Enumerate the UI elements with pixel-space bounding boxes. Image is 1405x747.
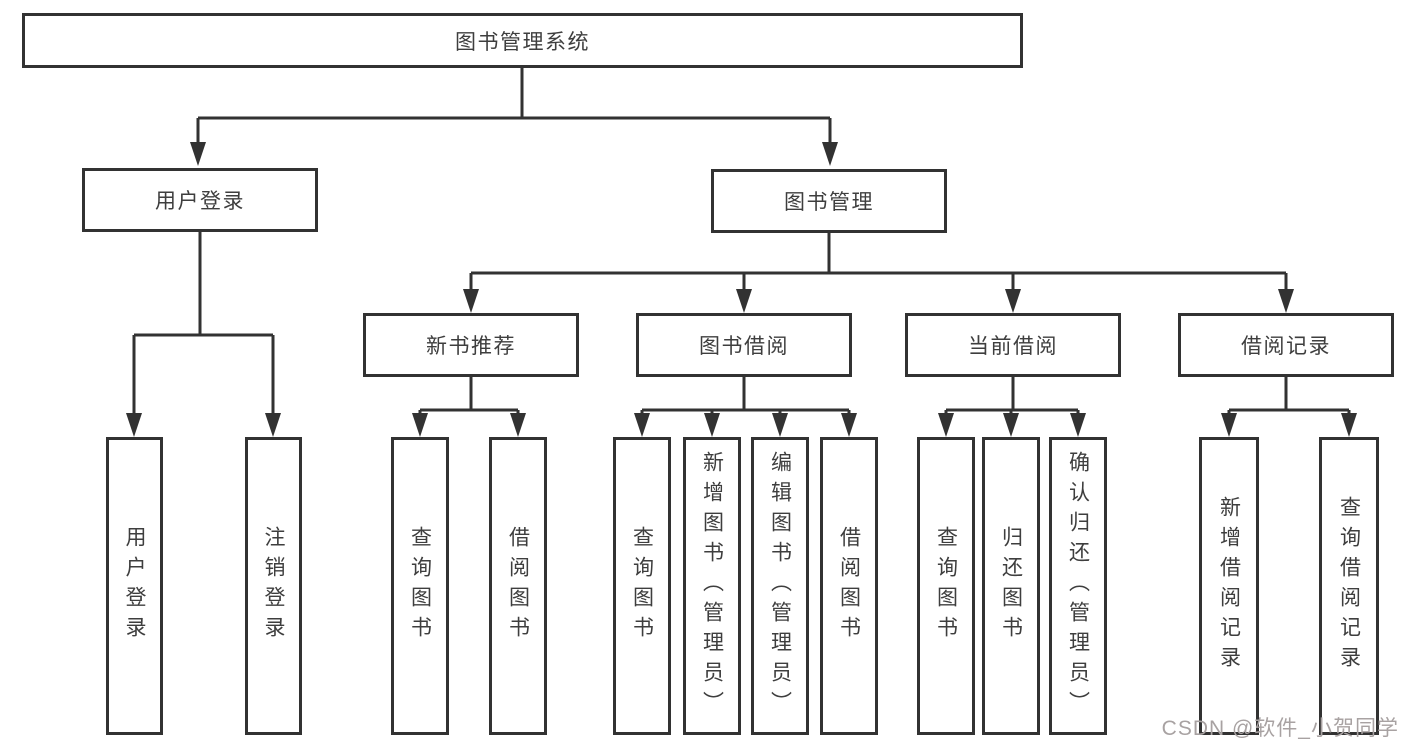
node-label: 借阅图书 [837, 526, 861, 646]
node-bb-edit-book-admin: 编辑图书（管理员） [751, 437, 809, 735]
node-label: 归还图书 [999, 526, 1023, 646]
connector-borrow-records-to-children [1221, 377, 1357, 437]
node-label: 借阅图书 [506, 526, 530, 646]
connector-root-to-level2 [190, 68, 838, 166]
node-current-borrow: 当前借阅 [905, 313, 1121, 377]
node-label: 查询借阅记录 [1337, 496, 1361, 676]
watermark: CSDN @软件_小贺同学 [1161, 717, 1399, 740]
node-borrow-records: 借阅记录 [1178, 313, 1394, 377]
node-cb-return-book: 归还图书 [982, 437, 1040, 735]
node-new-book-recommend: 新书推荐 [363, 313, 579, 377]
node-br-query-record: 查询借阅记录 [1319, 437, 1379, 735]
node-library-system: 图书管理系统 [22, 13, 1023, 68]
connector-book-management-to-level3 [463, 233, 1294, 313]
node-cb-query-book: 查询图书 [917, 437, 975, 735]
node-book-borrow: 图书借阅 [636, 313, 852, 377]
node-label: 新增图书（管理员） [700, 451, 724, 721]
node-label: 编辑图书（管理员） [768, 451, 792, 721]
node-book-management: 图书管理 [711, 169, 947, 233]
connector-book-borrow-to-children [634, 377, 857, 437]
node-label: 用户登录 [123, 526, 146, 646]
connector-user-login-to-children [126, 232, 281, 437]
node-nbr-borrow-book: 借阅图书 [489, 437, 547, 735]
connector-current-borrow-to-children [938, 377, 1086, 437]
node-bb-borrow-book: 借阅图书 [820, 437, 878, 735]
node-nbr-query-book: 查询图书 [391, 437, 449, 735]
node-cb-confirm-return-admin: 确认归还（管理员） [1049, 437, 1107, 735]
node-user-login: 用户登录 [82, 168, 318, 232]
node-label: 查询图书 [630, 526, 654, 646]
node-br-add-record: 新增借阅记录 [1199, 437, 1259, 735]
connector-new-book-recommend-to-children [412, 377, 526, 437]
node-label: 新增借阅记录 [1217, 496, 1241, 676]
node-user-login-leaf: 用户登录 [106, 437, 163, 735]
node-label: 查询图书 [408, 526, 432, 646]
node-label: 查询图书 [934, 526, 958, 646]
node-bb-add-book-admin: 新增图书（管理员） [683, 437, 741, 735]
node-label: 确认归还（管理员） [1066, 451, 1090, 721]
node-label: 注销登录 [262, 526, 285, 646]
node-bb-query-book: 查询图书 [613, 437, 671, 735]
node-logout: 注销登录 [245, 437, 302, 735]
